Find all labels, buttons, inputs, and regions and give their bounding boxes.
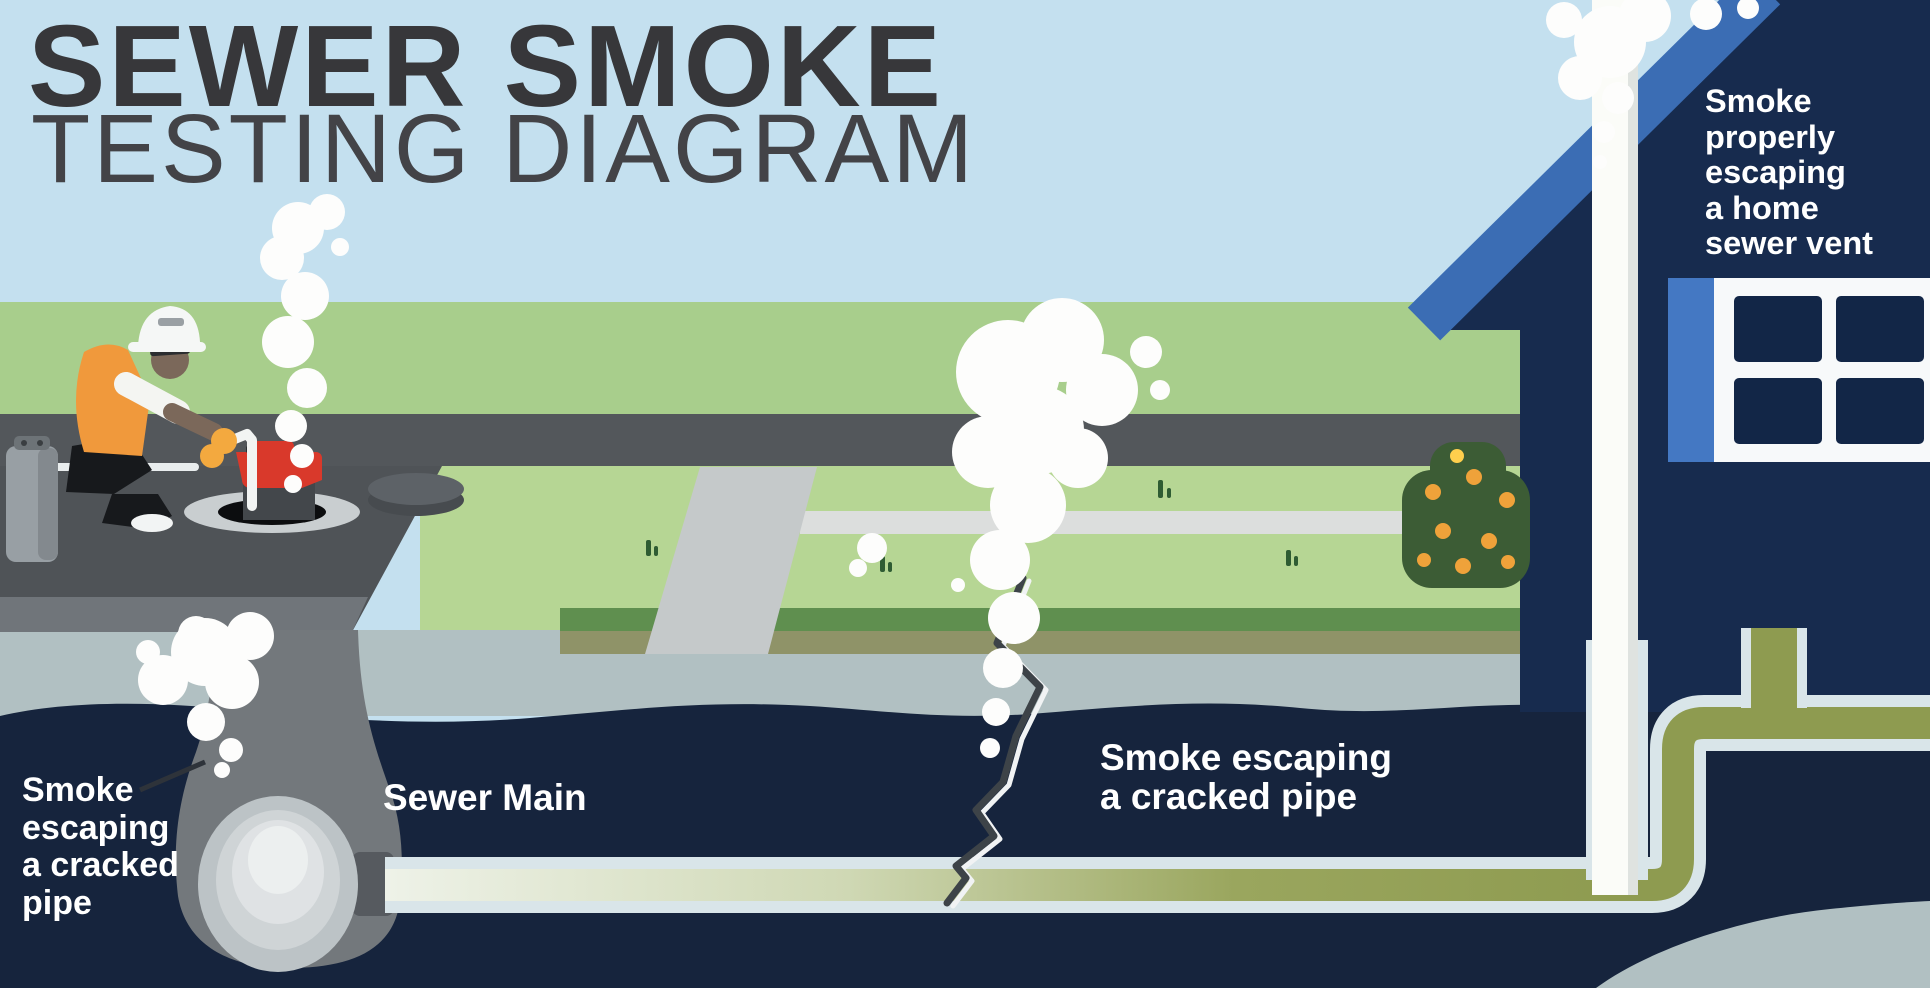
label-line: escaping bbox=[1705, 154, 1846, 190]
window-icon bbox=[1668, 278, 1930, 462]
junction-crack-icon bbox=[139, 759, 206, 793]
underground bbox=[0, 703, 1930, 988]
soil-pocket bbox=[1596, 901, 1930, 988]
smoke-plume-icon bbox=[136, 0, 1759, 778]
grass-tufts bbox=[646, 480, 1298, 572]
label-line: a cracked pipe bbox=[1100, 776, 1358, 817]
sidewalk bbox=[645, 467, 817, 654]
sewer-main-pipe-icon bbox=[385, 628, 1930, 913]
lawn-edge-olive-strip bbox=[560, 631, 1530, 654]
glove bbox=[200, 444, 224, 468]
safety-vest bbox=[76, 344, 150, 456]
lawn-edge-dark-strip bbox=[560, 608, 1530, 631]
label-line: escaping bbox=[22, 808, 170, 847]
house-drain-stub bbox=[1751, 628, 1797, 738]
label-home-sewer-vent: Smoke properly escaping a home sewer ven… bbox=[1705, 83, 1874, 262]
back-grass-band bbox=[0, 302, 1530, 416]
page-subtitle: TESTING DIAGRAM bbox=[31, 94, 976, 203]
sewer-junction-structure bbox=[139, 630, 402, 972]
label-cracked-pipe-left: Smoke escaping a cracked pipe bbox=[22, 771, 179, 922]
bush-icon bbox=[1402, 442, 1530, 588]
label-line: Smoke bbox=[1705, 83, 1812, 119]
manhole-cover-icon bbox=[368, 473, 464, 516]
worker-scene bbox=[6, 306, 464, 562]
vent-pipe-icon bbox=[1586, 0, 1648, 895]
label-line: a home bbox=[1705, 189, 1819, 226]
pipe-collar bbox=[352, 852, 394, 916]
label-line: Smoke escaping bbox=[1100, 737, 1393, 778]
page-title: SEWER SMOKE bbox=[28, 1, 944, 131]
label-line: pipe bbox=[22, 883, 92, 922]
label-line: Smoke bbox=[22, 771, 134, 809]
label-line: sewer vent bbox=[1705, 225, 1874, 261]
label-line: properly bbox=[1705, 118, 1836, 155]
label-cracked-pipe-mid: Smoke escaping a cracked pipe bbox=[1100, 738, 1392, 816]
label-line: a cracked bbox=[22, 846, 179, 884]
label-sewer-main: Sewer Main bbox=[383, 777, 587, 818]
worker-icon bbox=[66, 306, 237, 532]
gas-canister-icon bbox=[6, 436, 58, 562]
apron-curb bbox=[0, 597, 368, 632]
lawn-path bbox=[800, 511, 1530, 534]
